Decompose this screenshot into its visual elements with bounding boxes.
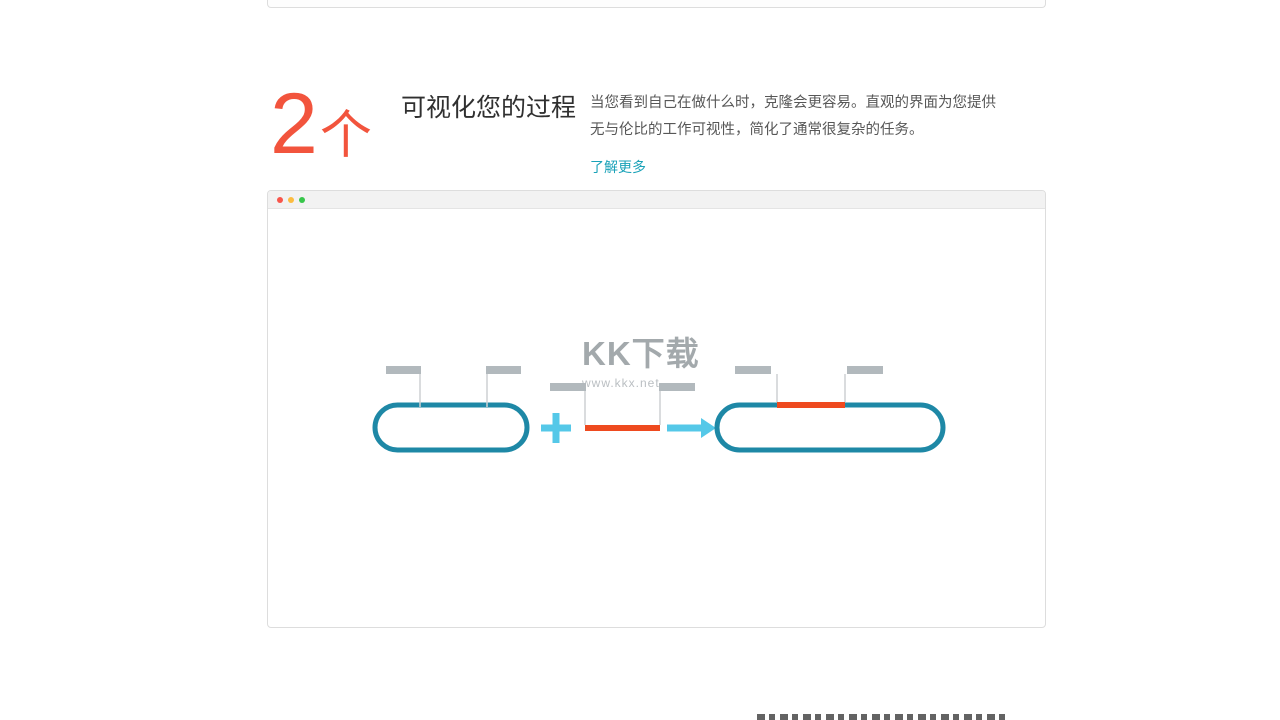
feature-number-unit: 个 [319, 107, 372, 165]
clip-marker-icon [386, 366, 421, 374]
clip-marker-icon [659, 383, 695, 391]
clip-connector-lines [776, 374, 846, 402]
browser-window-mockup: KK下载 www.kkx.net [267, 190, 1046, 628]
clip-marker-icon [486, 366, 521, 374]
browser-titlebar [268, 191, 1045, 209]
window-zoom-dot-icon [299, 196, 305, 203]
clip-connector-lines [419, 374, 488, 407]
clip-marker-icon [847, 366, 883, 374]
result-loop [714, 366, 946, 453]
clone-process-diagram [372, 366, 946, 453]
cloned-segment [550, 383, 695, 431]
feature-number-digit: 2 [270, 76, 318, 172]
clip-marker-icon [735, 366, 771, 374]
plus-icon [541, 413, 571, 443]
feature-description-line-2: 无与伦比的工作可视性，简化了通常很复杂的任务。 [590, 122, 924, 138]
result-loop-shape [714, 402, 946, 453]
next-section-clipped-text [757, 714, 1010, 720]
source-loop [372, 366, 530, 453]
source-loop-shape [372, 402, 530, 453]
window-close-dot-icon [277, 196, 283, 203]
window-minimize-dot-icon [288, 196, 294, 203]
feature-description-line-1: 当您看到自己在做什么时，克隆会更容易。直观的界面为您提供 [590, 95, 996, 111]
arrow-head [701, 418, 716, 438]
arrow-right-icon [667, 418, 716, 438]
feature-copy: 当您看到自己在做什么时，克隆会更容易。直观的界面为您提供 无与伦比的工作可视性，… [590, 90, 1062, 177]
browser-content: KK下载 www.kkx.net [268, 209, 1045, 626]
clip-marker-icon [550, 383, 586, 391]
feature-heading: 可视化您的过程 [401, 94, 577, 122]
clip-connector-lines [584, 391, 661, 425]
previous-card-bottom-edge [267, 0, 1046, 8]
learn-more-link[interactable]: 了解更多 [590, 159, 646, 175]
